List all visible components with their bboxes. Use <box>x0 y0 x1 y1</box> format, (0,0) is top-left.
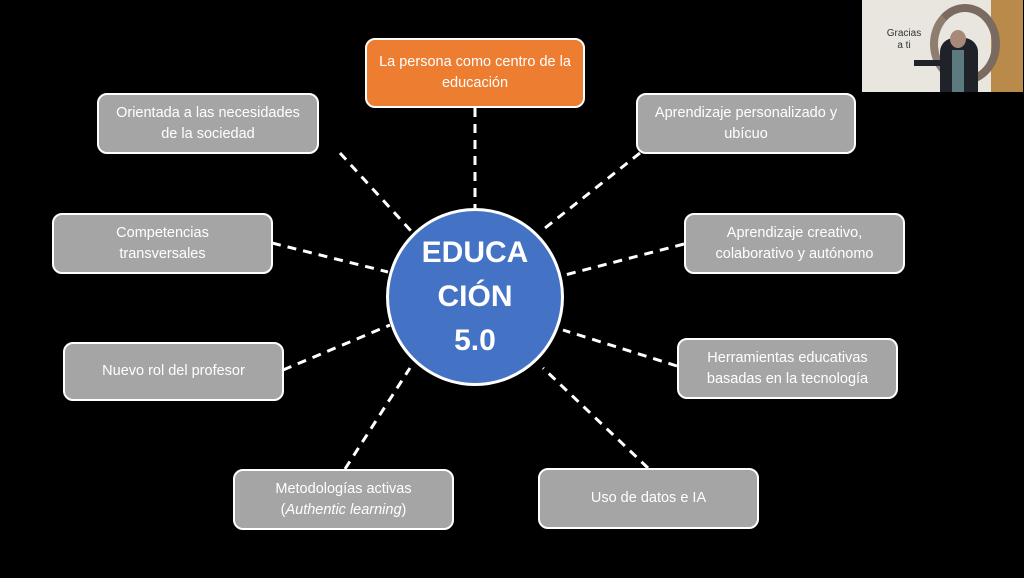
connector-line <box>541 366 650 470</box>
node-label: Metodologías activas <box>275 480 412 497</box>
speaker-head <box>950 30 966 48</box>
connector-line <box>564 242 685 277</box>
connector-line <box>271 241 389 274</box>
connector-line <box>282 323 391 372</box>
center-circle: EDUCA CIÓN 5.0 <box>386 208 564 386</box>
node-label: La persona como centro de la educación <box>379 54 571 91</box>
node-creative-learning: Aprendizaje creativo, colaborativo y aut… <box>684 213 905 274</box>
speaker-shirt <box>952 50 964 92</box>
node-sublabel-italic: Authentic learning <box>285 501 402 518</box>
node-personalized-learning: Aprendizaje personalizado y ubícuo <box>636 93 856 154</box>
connector-line <box>343 367 412 470</box>
node-label: Competencias transversales <box>116 224 209 262</box>
node-society-needs: Orientada a las necesidades de la socied… <box>97 93 319 154</box>
speaker-arm <box>914 60 946 66</box>
node-label: Aprendizaje creativo, colaborativo y aut… <box>715 224 874 262</box>
node-label: Nuevo rol del profesor <box>102 363 245 379</box>
node-tech-tools: Herramientas educativas basadas en la te… <box>677 338 898 399</box>
node-label: Orientada a las necesidades de la socied… <box>116 104 300 142</box>
node-sublabel: (Authentic learning) <box>280 501 407 518</box>
node-transversal-skills: Competencias transversales <box>52 213 273 274</box>
node-label: Uso de datos e IA <box>590 490 707 506</box>
connector-line <box>562 328 678 368</box>
webcam-sign-text: Gracias a ti <box>886 28 922 51</box>
node-active-methods: Metodologías activas (Authentic learning… <box>233 469 454 530</box>
node-data-ai: Uso de datos e IA <box>538 468 759 529</box>
center-title-line: 5.0 <box>454 324 496 357</box>
center-title-line: EDUCA <box>421 236 529 269</box>
node-teacher-role: Nuevo rol del profesor <box>63 342 284 401</box>
center-title-line: CIÓN <box>437 280 513 313</box>
connector-line <box>338 151 414 234</box>
node-label: Aprendizaje personalizado y ubícuo <box>654 104 838 142</box>
node-center-of-education: La persona como centro de la educación <box>365 38 585 108</box>
webcam-thumbnail: Gracias a ti <box>862 0 1023 92</box>
node-label: Herramientas educativas basadas en la te… <box>706 349 869 387</box>
connector-line <box>539 151 641 234</box>
